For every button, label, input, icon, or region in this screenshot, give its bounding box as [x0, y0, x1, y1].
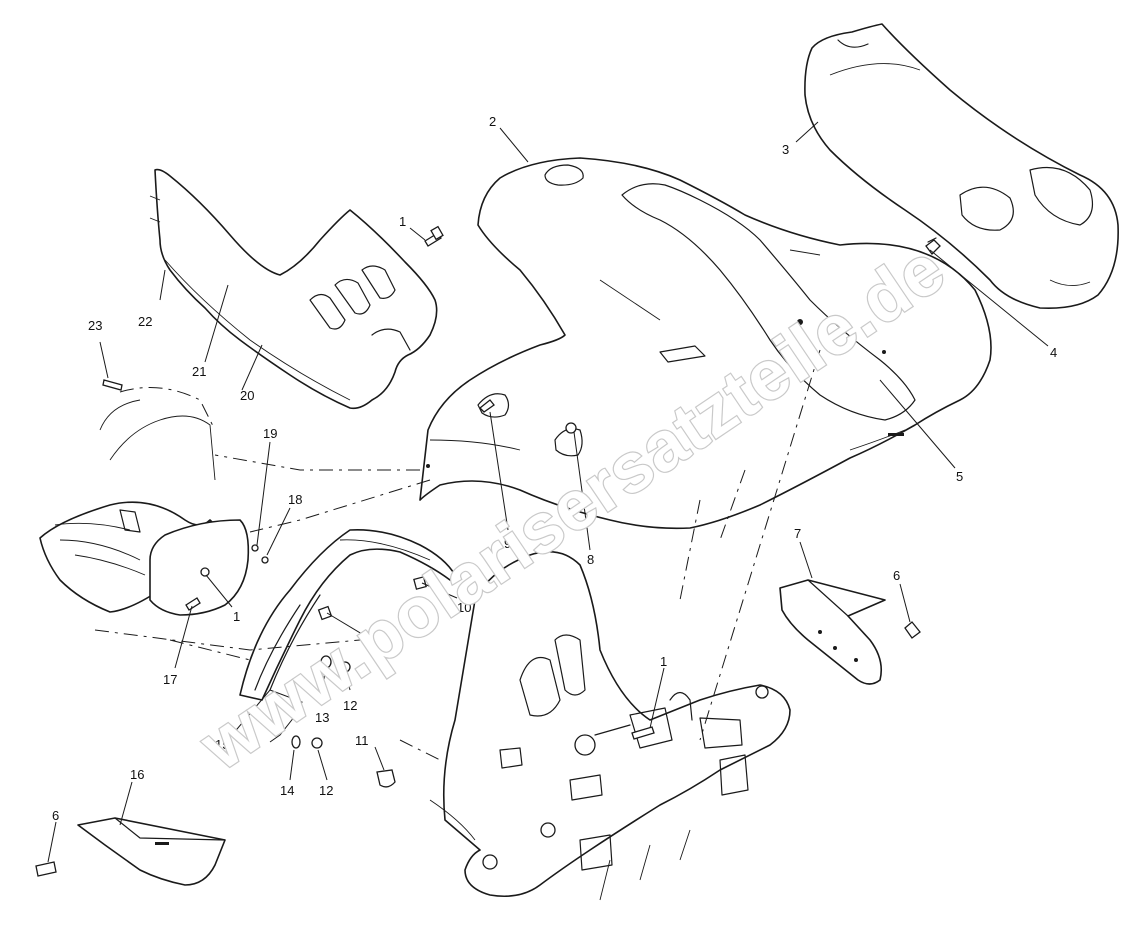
front-cabinet-part-2: [419, 157, 992, 530]
callout-14: 14: [280, 783, 294, 798]
callout-12-lower: 12: [319, 783, 333, 798]
callout-1-frame: 1: [660, 654, 667, 669]
bracket-part-16: [77, 817, 226, 886]
callout-16: 16: [130, 767, 144, 782]
callout-11: 11: [355, 733, 369, 748]
side-panel-part-21: [149, 168, 438, 410]
callout-1-left: 1: [233, 609, 240, 624]
callout-18: 18: [288, 492, 302, 507]
callout-9: 9: [504, 536, 511, 551]
callout-labels: 2 3 1 22 21 20 23 4 5 19 18 9 8 7 6 1 10…: [52, 114, 1057, 823]
callout-5-upper: 5: [956, 469, 963, 484]
callout-2: 2: [489, 114, 496, 129]
callout-20: 20: [240, 388, 254, 403]
callout-12-upper: 12: [343, 698, 357, 713]
clip-part-4: [925, 237, 941, 255]
callout-6-left: 6: [52, 808, 59, 823]
callout-17: 17: [163, 672, 177, 687]
callout-10: 10: [457, 600, 471, 615]
callout-5-lower: 5: [369, 642, 376, 657]
callout-4: 4: [1050, 345, 1057, 360]
callout-19: 19: [263, 426, 277, 441]
callout-3: 3: [782, 142, 789, 157]
frame-assembly: [429, 550, 791, 901]
bracket-part-7: [779, 579, 886, 685]
callout-23: 23: [88, 318, 102, 333]
left-footrest-area: [39, 399, 250, 616]
fender-flare-part-15: [239, 528, 456, 701]
alignment-lines: [94, 349, 821, 761]
callout-22: 22: [138, 314, 152, 329]
callout-21: 21: [192, 364, 206, 379]
leader-lines: [47, 121, 1049, 863]
callout-1-upper: 1: [399, 214, 406, 229]
callout-13: 13: [315, 710, 329, 725]
callout-15: 15: [215, 737, 229, 752]
fasteners: [35, 225, 921, 877]
callout-7: 7: [794, 526, 801, 541]
callout-8: 8: [587, 552, 594, 567]
callout-6-right: 6: [893, 568, 900, 583]
rear-rack-cover-part-3: [804, 23, 1119, 310]
